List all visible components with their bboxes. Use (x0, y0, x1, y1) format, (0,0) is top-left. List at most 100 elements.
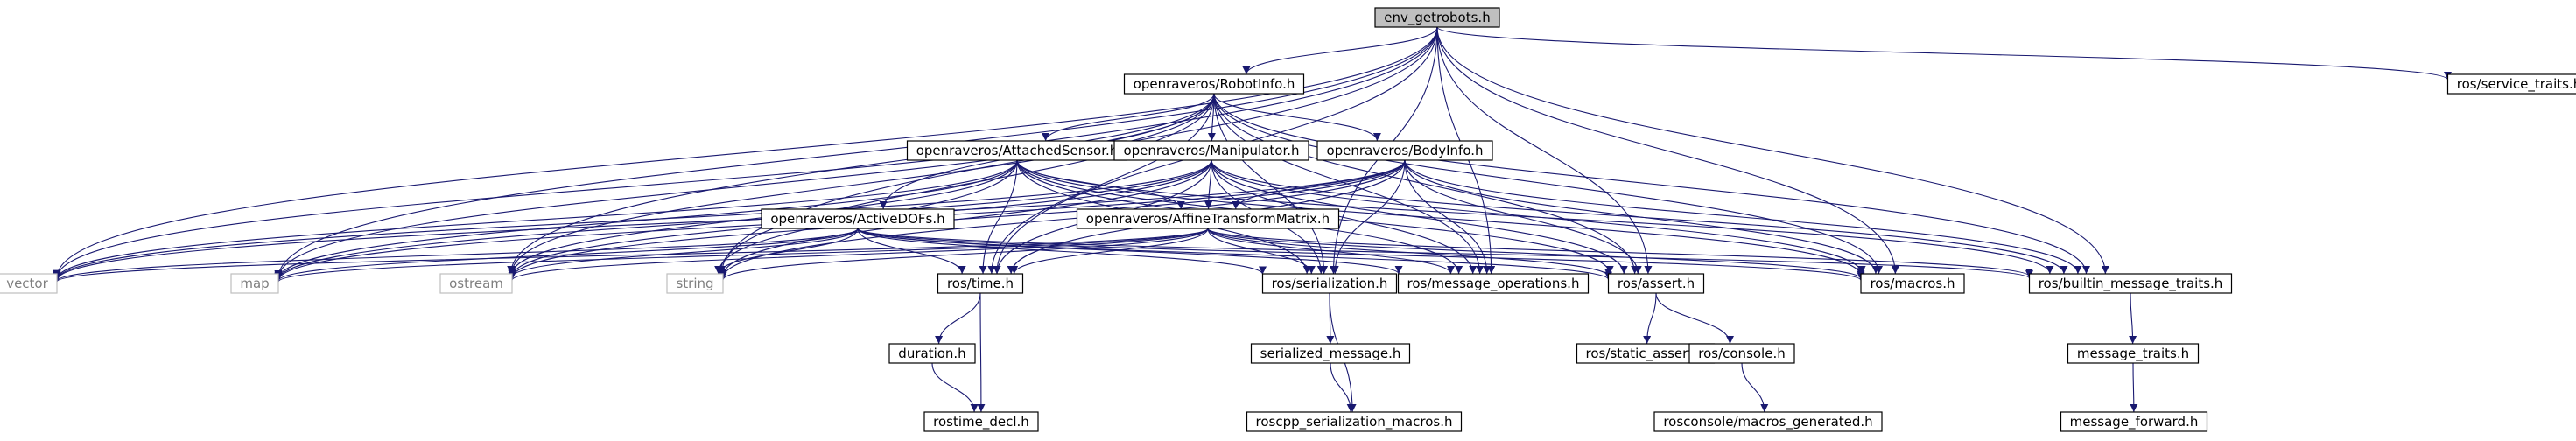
node-ostream[interactable]: ostream (439, 273, 513, 294)
node-label: ros/static_assert.h (1586, 346, 1706, 362)
edge-ros-assert-to-static-assert (1643, 292, 1657, 345)
edge-activedofs-to-map (274, 228, 859, 282)
edge-root-to-service-traits (1436, 26, 2452, 80)
edge-message-traits-to-message-forward (2130, 362, 2138, 413)
edge-activedofs-to-serialization (857, 228, 1267, 275)
edge-robotinfo-to-ostream (508, 93, 1215, 275)
edge-root-to-vector (53, 26, 1438, 278)
edge-ros-console-to-rosconsole-macros (1741, 362, 1769, 413)
node-label: ros/message_operations.h (1407, 276, 1580, 292)
edge-manipulator-to-ros-macros (1211, 159, 1866, 275)
node-box (2028, 273, 2233, 294)
node-msg-ops[interactable]: ros/message_operations.h (1397, 273, 1590, 294)
node-box (0, 273, 58, 294)
node-bodyinfo[interactable]: openraveros/BodyInfo.h (1316, 140, 1493, 161)
nodes-layer: env_getrobots.h openraveros/RobotInfo.h ro… (0, 7, 2576, 432)
edge-affine-to-ostream (508, 228, 1209, 281)
edge-bodyinfo-to-vector (53, 159, 1406, 281)
edge-robotinfo-to-builtin-traits (1213, 93, 2090, 275)
node-label: openraveros/Manipulator.h (1123, 143, 1299, 158)
node-box (1374, 7, 1500, 28)
node-manipulator[interactable]: openraveros/Manipulator.h (1113, 140, 1309, 161)
node-box (761, 208, 955, 229)
edge-activedofs-to-ostream (508, 228, 859, 278)
node-label: openraveros/AttachedSensor.h (916, 143, 1119, 158)
node-box (1316, 140, 1493, 161)
node-box (1860, 273, 1965, 294)
node-ros-macros[interactable]: ros/macros.h (1860, 273, 1965, 294)
edge-activedofs-to-vector (53, 228, 859, 282)
node-label: ros/assert.h (1618, 276, 1695, 291)
edge-robotinfo-to-bodyinfo (1213, 93, 1381, 142)
edge-root-to-ros-assert (1436, 26, 1653, 275)
node-label: rostime_decl.h (933, 414, 1029, 430)
node-label: openraveros/ActiveDOFs.h (770, 211, 944, 227)
node-duration[interactable]: duration.h (888, 343, 976, 364)
edge-activedofs-to-ros-assert (857, 228, 1612, 281)
node-label: vector (6, 276, 48, 291)
edge-affine-to-ros-time (1010, 228, 1209, 275)
node-ros-time[interactable]: ros/time.h (937, 273, 1024, 294)
node-service-traits[interactable]: ros/service_traits.h (2446, 74, 2576, 94)
edge-ros-time-to-duration (935, 292, 981, 345)
node-label: message_traits.h (2077, 346, 2189, 362)
node-label: ros/time.h (947, 276, 1014, 291)
node-box (439, 273, 513, 294)
node-string[interactable]: string (666, 273, 724, 294)
edge-affine-to-ros-macros (1207, 228, 1865, 280)
node-static-assert[interactable]: ros/static_assert.h (1576, 343, 1716, 364)
node-attachedsensor[interactable]: openraveros/AttachedSensor.h (906, 140, 1128, 161)
edge-bodyinfo-to-msg-ops (1404, 159, 1492, 275)
node-label: serialized_message.h (1260, 346, 1401, 362)
edge-attachedsensor-to-ros-time (979, 159, 1018, 275)
edge-attachedsensor-to-vector (53, 159, 1018, 280)
edge-robotinfo-to-ros-assert (1213, 93, 1639, 275)
node-label: ros/serialization.h (1272, 276, 1388, 291)
node-map[interactable]: map (230, 273, 279, 294)
node-root[interactable]: env_getrobots.h (1374, 7, 1500, 28)
node-box (2060, 411, 2208, 432)
edge-bodyinfo-to-ostream (508, 159, 1406, 279)
node-box (1653, 411, 1883, 432)
node-label: string (676, 276, 713, 291)
edge-activedofs-to-builtin-traits (857, 228, 2033, 279)
node-box (1246, 411, 1463, 432)
node-box (1076, 208, 1340, 229)
node-box (937, 273, 1024, 294)
node-ros-console[interactable]: ros/console.h (1688, 343, 1795, 364)
edge-ros-time-to-rostime-decl (977, 292, 986, 413)
edge-affine-to-msg-ops (1207, 228, 1455, 275)
edge-robotinfo-to-attachedsensor (1042, 93, 1215, 142)
node-box (666, 273, 724, 294)
node-box (1607, 273, 1705, 294)
node-message-traits[interactable]: message_traits.h (2067, 343, 2200, 364)
node-vector[interactable]: vector (0, 273, 58, 294)
node-activedofs[interactable]: openraveros/ActiveDOFs.h (761, 208, 955, 229)
node-serialization[interactable]: ros/serialization.h (1261, 273, 1398, 294)
node-message-forward[interactable]: message_forward.h (2060, 411, 2208, 432)
node-label: ostream (449, 276, 503, 291)
edge-duration-to-rostime-decl (931, 362, 979, 413)
node-label: rosconsole/macros_generated.h (1663, 414, 1872, 430)
node-robotinfo[interactable]: openraveros/RobotInfo.h (1123, 74, 1305, 94)
edge-affine-to-map (274, 228, 1209, 283)
node-label: openraveros/AffineTransformMatrix.h (1086, 211, 1330, 227)
node-builtin-traits[interactable]: ros/builtin_message_traits.h (2028, 273, 2233, 294)
node-ros-assert[interactable]: ros/assert.h (1607, 273, 1705, 294)
node-rostime-decl[interactable]: rostime_decl.h (923, 411, 1039, 432)
edge-attachedsensor-to-ros-macros (1016, 159, 1865, 276)
edge-activedofs-to-ros-time (857, 228, 966, 275)
node-serialized-msg[interactable]: serialized_message.h (1250, 343, 1411, 364)
node-box (1397, 273, 1590, 294)
edge-bodyinfo-to-ros-macros (1404, 159, 1880, 275)
edge-root-to-ros-macros (1436, 26, 1899, 275)
node-label: ros/macros.h (1870, 276, 1955, 291)
node-affine[interactable]: openraveros/AffineTransformMatrix.h (1076, 208, 1340, 229)
node-box (1123, 74, 1305, 94)
edge-manipulator-to-ros-assert (1211, 159, 1628, 275)
edge-bodyinfo-to-serialization (1330, 159, 1406, 275)
node-roscpp-macros[interactable]: roscpp_serialization_macros.h (1246, 411, 1463, 432)
node-rosconsole-macros[interactable]: rosconsole/macros_generated.h (1653, 411, 1883, 432)
node-box (2067, 343, 2200, 364)
